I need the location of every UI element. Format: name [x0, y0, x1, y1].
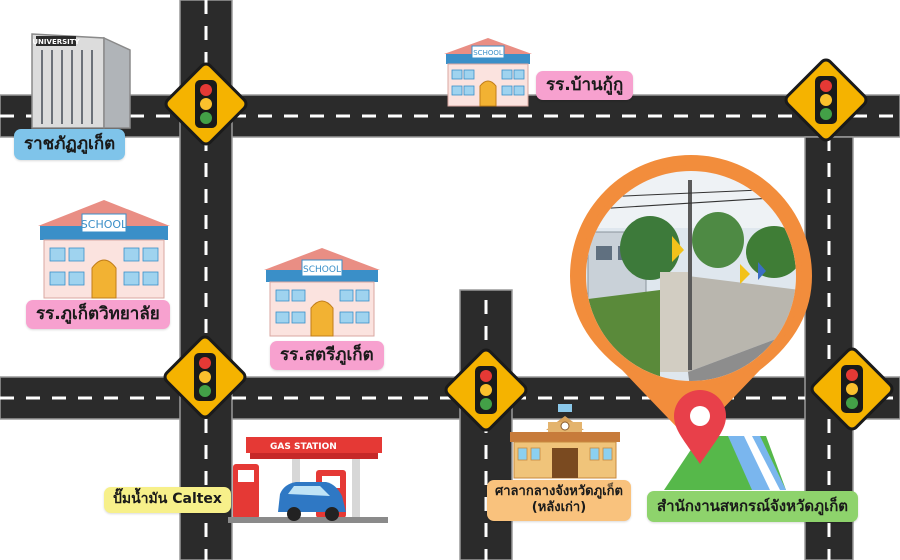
mini-map-icon	[664, 436, 786, 490]
city-hall-icon	[510, 404, 620, 479]
label-phuket-wittayalai-school: รร.ภูเก็ตวิทยาลัย	[26, 300, 170, 330]
street-photo	[586, 171, 796, 381]
label-old-city-hall-line1: ศาลากลางจังหวัดภูเก็ต	[495, 484, 623, 499]
label-satri-phuket-school: รร.สตรีภูเก็ต	[270, 341, 384, 371]
gas-station-sign: GAS STATION	[270, 442, 337, 452]
car-icon	[278, 482, 346, 521]
label-old-city-hall-line2: (หลังเก่า)	[531, 500, 587, 516]
location-pin-icon	[674, 390, 726, 464]
university-sign: UNIVERSITY	[32, 38, 80, 46]
label-caltex-gas-station: ปั๊มน้ำมัน Caltex	[104, 487, 231, 513]
label-cooperative-office: สำนักงานสหกรณ์จังหวัดภูเก็ต	[647, 491, 859, 522]
label-rajabhat: ราชภัฏภูเก็ต	[14, 129, 126, 161]
label-ban-kuku-school: รร.บ้านกู้กู	[536, 71, 634, 101]
school-sign: SCHOOL	[81, 218, 128, 231]
label-old-city-hall: ศาลากลางจังหวัดภูเก็ต (หลังเก่า)	[487, 480, 631, 521]
school-sign: SCHOOL	[473, 49, 503, 57]
school-icon: SCHOOL	[444, 38, 532, 107]
map-pin-icon	[570, 155, 812, 442]
school-icon: SCHOOL	[38, 200, 170, 299]
school-sign: SCHOOL	[303, 265, 341, 275]
school-icon: SCHOOL	[264, 248, 380, 337]
university-icon: UNIVERSITY	[31, 33, 131, 129]
